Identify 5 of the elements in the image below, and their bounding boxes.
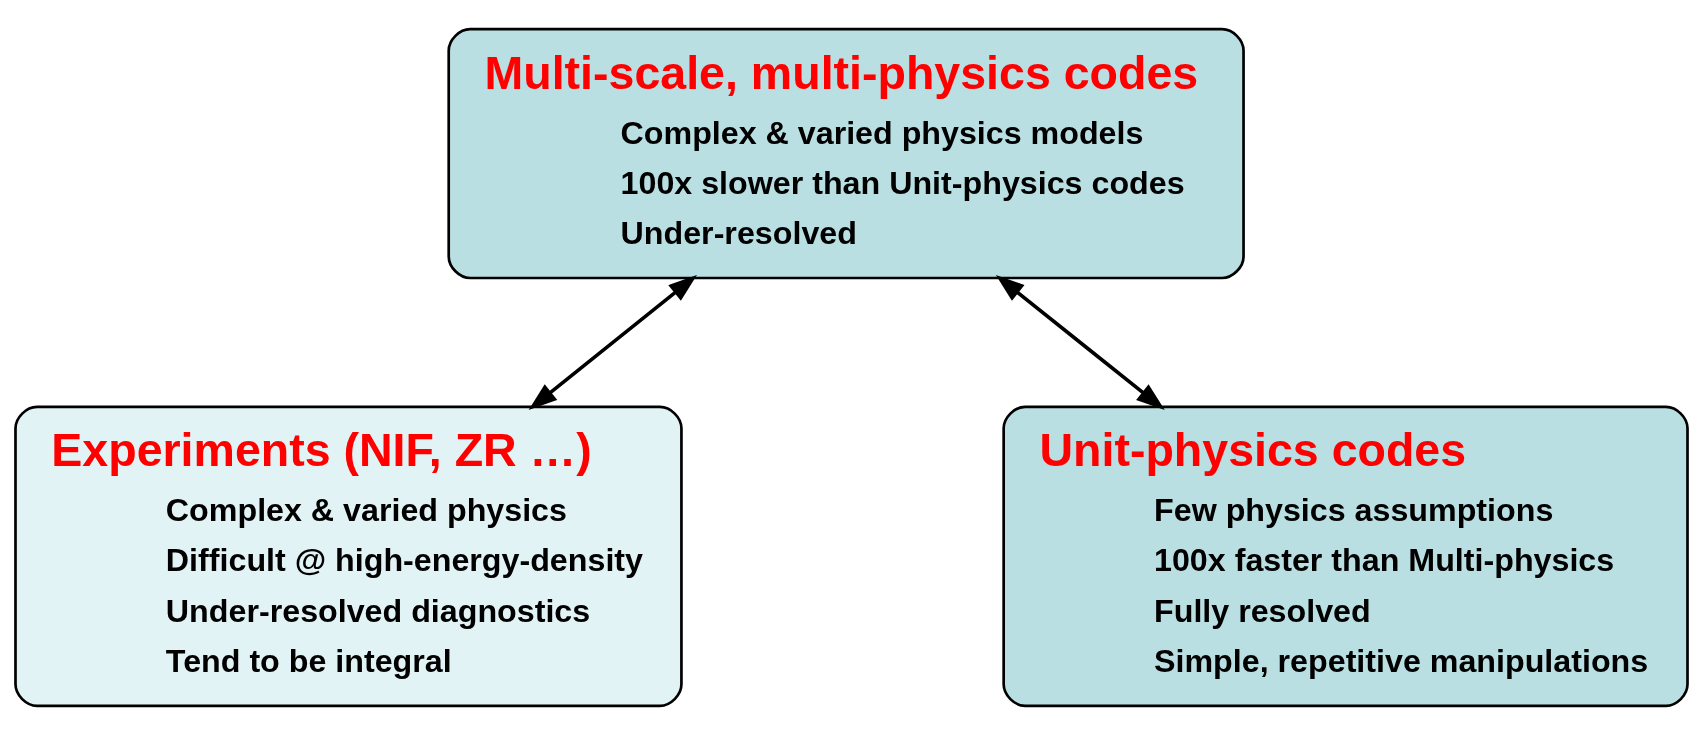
node-box: Multi-scale, multi-physics codes Complex & varied physics models 100x slower than Unit-physics codes Under-resolved: [447, 27, 1245, 279]
node-box: Unit-physics codes Few physics assumptions 100x faster than Multi-physics Fully resolved Simple, repetitive manipulations: [1002, 405, 1689, 707]
arrow: [528, 274, 697, 410]
arrow: [995, 274, 1165, 410]
node-box: Experiments (NIF, ZR …) Complex & varied physics Difficult @ high-energy-density Under-resolved diagnostics Tend to be integral: [14, 405, 683, 707]
